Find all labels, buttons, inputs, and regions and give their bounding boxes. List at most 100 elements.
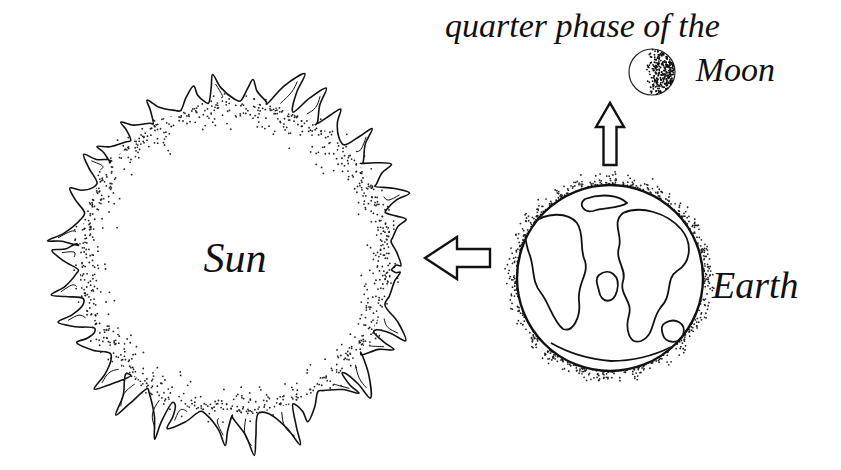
stipple-dot	[131, 375, 133, 377]
stipple-dot	[207, 108, 209, 110]
shadow-dot	[655, 90, 657, 92]
stipple-dot	[388, 231, 390, 233]
stipple-dot	[247, 110, 249, 112]
shadow-dot	[653, 69, 655, 71]
atmosphere-dot	[509, 258, 511, 260]
stipple-dot	[191, 400, 193, 402]
atmosphere-dot	[708, 266, 710, 268]
shadow-dot	[672, 64, 674, 66]
stipple-dot	[301, 131, 303, 133]
stipple-dot	[367, 183, 369, 185]
stipple-dot	[105, 185, 107, 187]
shadow-dot	[668, 82, 670, 84]
stipple-dot	[82, 274, 84, 276]
shadow-dot	[657, 63, 659, 65]
atmosphere-dot	[515, 234, 517, 236]
stipple-dot	[157, 142, 159, 144]
stipple-dot	[365, 195, 367, 197]
stipple-dot	[150, 134, 152, 136]
stipple-dot	[359, 348, 361, 350]
shadow-dot	[653, 75, 655, 77]
stipple-dot	[81, 247, 83, 249]
atmosphere-dot	[694, 226, 696, 228]
stipple-dot	[84, 234, 86, 236]
stipple-dot	[96, 313, 98, 315]
atmosphere-dot	[554, 358, 556, 360]
stipple-dot	[233, 398, 235, 400]
stipple-dot	[374, 196, 376, 198]
stipple-dot	[336, 371, 338, 373]
shadow-dot	[659, 90, 661, 92]
stipple-dot	[341, 163, 343, 165]
stipple-dot	[361, 181, 363, 183]
atmosphere-dot	[515, 234, 517, 236]
atmosphere-dot	[544, 353, 546, 355]
shadow-dot	[648, 66, 650, 68]
shadow-dot	[667, 81, 669, 83]
shadow-dot	[658, 73, 660, 75]
atmosphere-dot	[696, 236, 698, 238]
stipple-dot	[379, 279, 381, 281]
atmosphere-dot	[512, 263, 514, 265]
stipple-dot	[88, 249, 90, 251]
atmosphere-dot	[657, 186, 659, 188]
stipple-dot	[132, 366, 134, 368]
stipple-dot	[200, 407, 202, 409]
stipple-dot	[280, 402, 282, 404]
stipple-dot	[74, 239, 76, 241]
stipple-dot	[389, 269, 391, 271]
shadow-dot	[671, 70, 673, 72]
stipple-dot	[323, 377, 325, 379]
shadow-dot	[661, 74, 663, 76]
atmosphere-dot	[514, 260, 516, 262]
stipple-dot	[86, 286, 88, 288]
shadow-dot	[653, 75, 655, 77]
stipple-dot	[239, 115, 241, 117]
stipple-dot	[104, 181, 106, 183]
flame-detail	[175, 409, 188, 420]
atmosphere-dot	[510, 247, 512, 249]
stipple-dot	[107, 359, 109, 361]
stipple-dot	[120, 354, 122, 356]
stipple-dot	[84, 292, 86, 294]
stipple-dot	[301, 125, 303, 127]
stipple-dot	[191, 110, 193, 112]
stipple-dot	[388, 231, 390, 233]
stipple-dot	[153, 375, 155, 377]
stipple-dot	[130, 334, 132, 336]
stipple-dot	[310, 364, 312, 366]
shadow-dot	[670, 83, 672, 85]
atmosphere-dot	[637, 375, 639, 377]
stipple-dot	[225, 101, 227, 103]
stipple-dot	[376, 234, 378, 236]
stipple-dot	[297, 124, 299, 126]
stipple-dot	[260, 389, 262, 391]
stipple-dot	[118, 342, 120, 344]
stipple-dot	[126, 372, 128, 374]
shadow-dot	[661, 55, 663, 57]
atmosphere-dot	[633, 180, 635, 182]
stipple-dot	[370, 200, 372, 202]
stipple-dot	[114, 300, 116, 302]
atmosphere-dot	[688, 331, 690, 333]
stipple-dot	[96, 208, 98, 210]
stipple-dot	[117, 327, 119, 329]
atmosphere-dot	[517, 306, 519, 308]
atmosphere-dot	[696, 321, 698, 323]
atmosphere-dot	[698, 321, 700, 323]
stipple-dot	[296, 389, 298, 391]
stipple-dot	[370, 221, 372, 223]
stipple-dot	[124, 351, 126, 353]
atmosphere-dot	[619, 380, 621, 382]
stipple-dot	[310, 388, 312, 390]
atmosphere-dot	[685, 211, 687, 213]
atmosphere-dot	[581, 373, 583, 375]
stipple-dot	[377, 302, 379, 304]
stipple-dot	[129, 161, 131, 163]
stipple-dot	[171, 386, 173, 388]
stipple-dot	[109, 342, 111, 344]
shadow-dot	[665, 61, 667, 63]
atmosphere-dot	[511, 302, 513, 304]
stipple-dot	[371, 328, 373, 330]
stipple-dot	[259, 386, 261, 388]
